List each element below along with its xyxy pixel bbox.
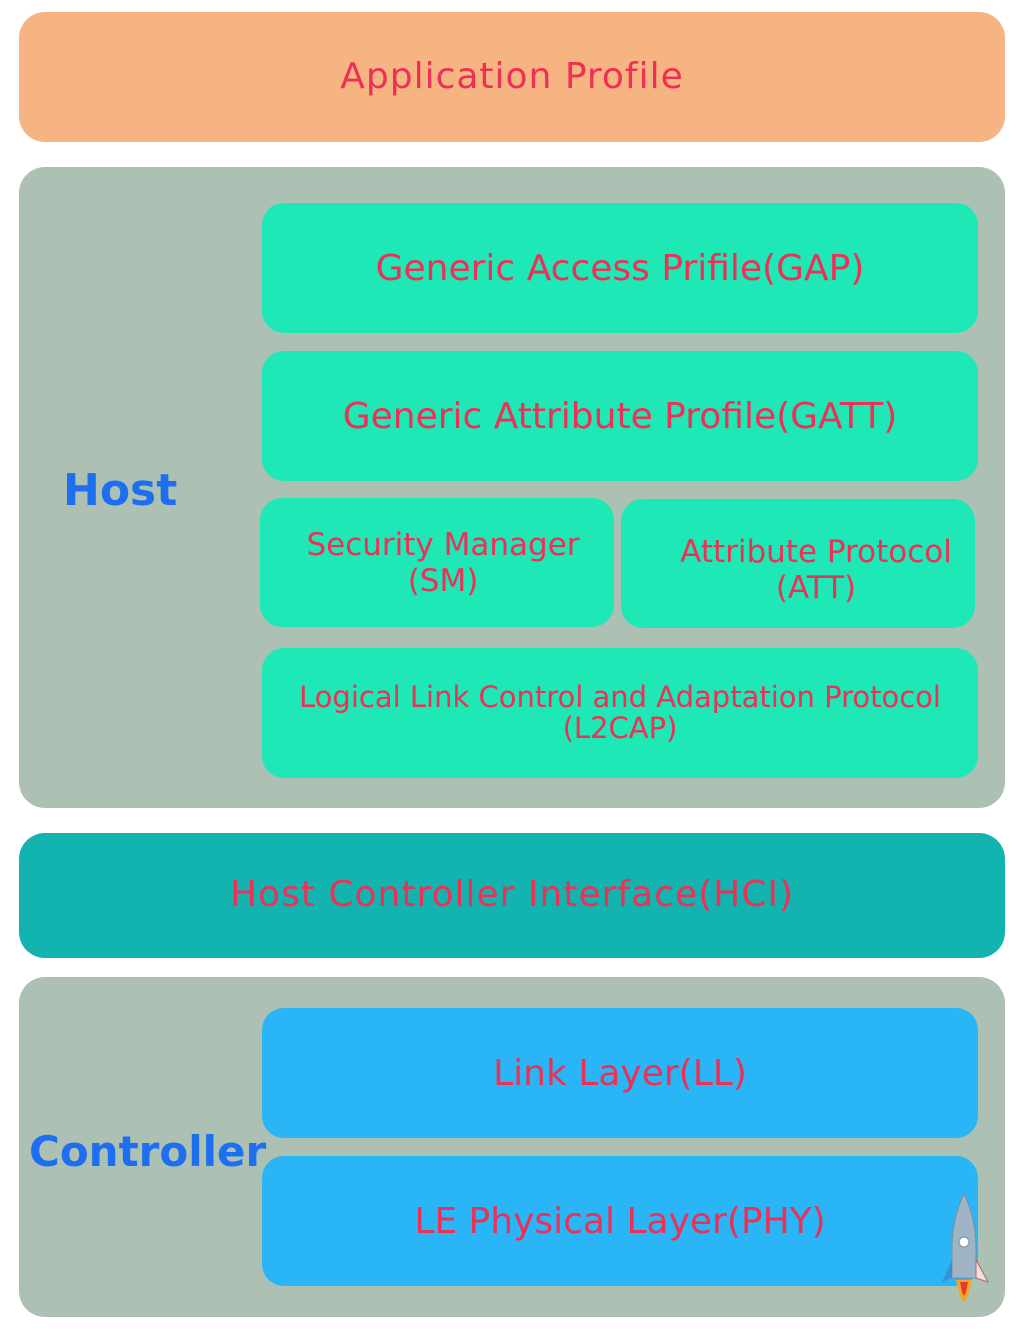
att-label-line2: (ATT) [775,569,857,606]
sm-label-line2: (SM) [407,562,479,599]
hci-label: Host Controller Interface(HCI) [229,874,795,916]
rocket-icon [938,1190,994,1310]
att-label-line1: Attribute Protocol [680,533,952,570]
gatt-label: Generic Attribute Profile(GATT) [342,395,898,437]
sm-block: Security Manager (SM) [260,498,614,627]
l2cap-label-line1: Logical Link Control and Adaptation Prot… [299,679,941,714]
l2cap-label-line2: (L2CAP) [562,711,678,745]
phy-block: LE Physical Layer(PHY) [262,1156,978,1286]
gap-block: Generic Access Prifile(GAP) [262,203,978,333]
gatt-block: Generic Attribute Profile(GATT) [262,351,978,481]
l2cap-block: Logical Link Control and Adaptation Prot… [262,648,978,778]
att-block: Attribute Protocol (ATT) [621,499,975,628]
sm-label-line1: Security Manager [306,526,580,563]
hci-layer: Host Controller Interface(HCI) [19,833,1005,958]
link-layer-label: Link Layer(LL) [493,1052,747,1094]
application-profile-layer: Application Profile [19,12,1005,142]
controller-title: Controller [29,1127,267,1176]
host-title: Host [63,465,178,516]
host-group: Host Generic Access Prifile(GAP) Generic… [19,167,1005,808]
application-profile-label: Application Profile [340,55,684,97]
gap-label: Generic Access Prifile(GAP) [375,247,865,289]
link-layer-block: Link Layer(LL) [262,1008,978,1138]
phy-label: LE Physical Layer(PHY) [414,1200,826,1242]
controller-group: Controller Link Layer(LL) LE Physical La… [19,977,1005,1317]
